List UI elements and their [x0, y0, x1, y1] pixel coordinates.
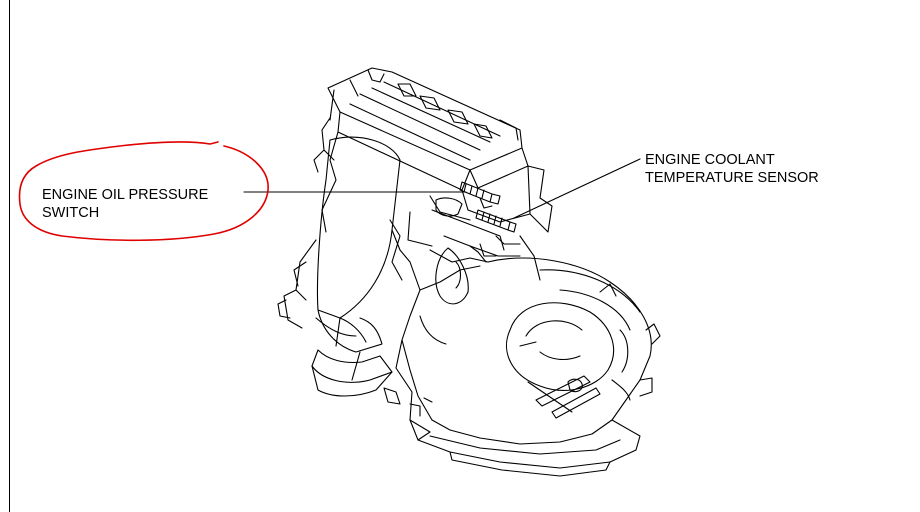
transaxle-case	[431, 257, 661, 445]
engine-midsection	[391, 229, 521, 421]
coolant-label-line1: ENGINE COOLANT	[645, 152, 775, 168]
left-border-line	[9, 0, 10, 512]
cylinder-head-cover	[327, 67, 529, 191]
oil-pressure-label-line2: SWITCH	[42, 205, 100, 221]
oil-pressure-switch-part	[435, 181, 501, 217]
oil-filter-housing	[311, 136, 401, 397]
coolant-label-line2: TEMPERATURE SENSOR	[645, 170, 819, 186]
front-accessories	[277, 117, 335, 319]
oil-pan	[383, 339, 641, 477]
oil-pressure-label-line1: ENGINE OIL PRESSURE	[42, 187, 209, 203]
cylinder-block	[283, 131, 553, 329]
markup-circle	[18, 141, 269, 242]
coolant-temperature-sensor-label: ENGINE COOLANT TEMPERATURE SENSOR	[645, 151, 819, 187]
coolant-temp-sensor-part	[475, 197, 517, 233]
coolant-sensor-leader-line	[513, 158, 641, 219]
oil-pressure-switch-label: ENGINE OIL PRESSURE SWITCH	[42, 186, 208, 222]
